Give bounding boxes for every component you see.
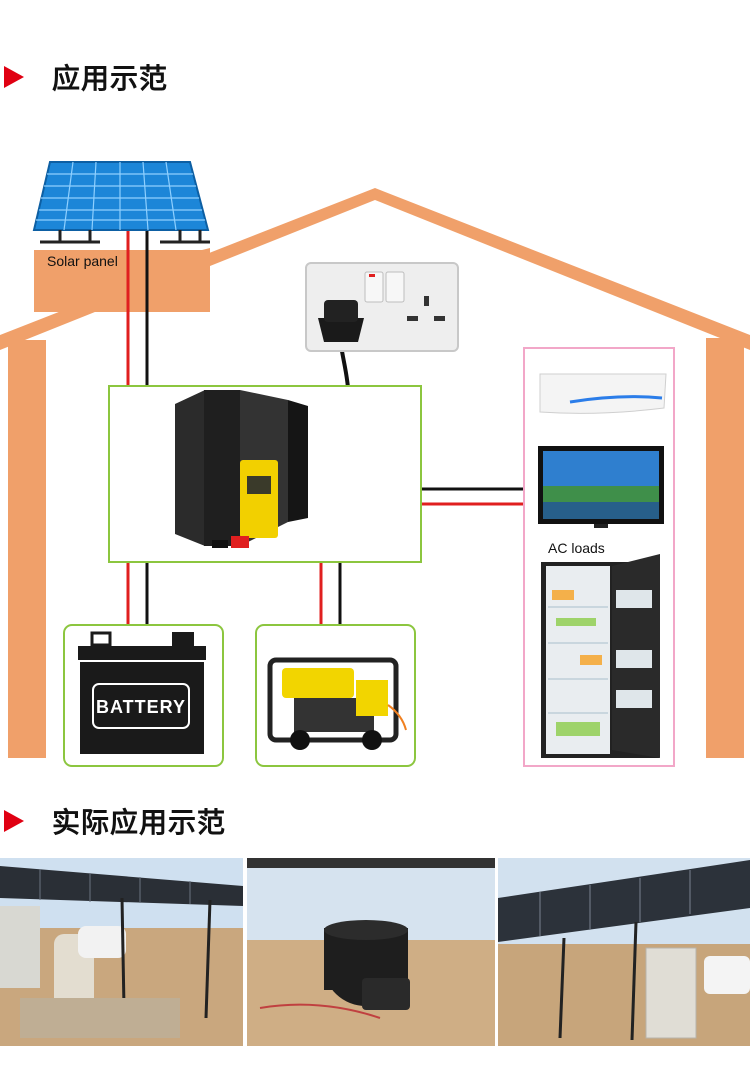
solar-wires (126, 230, 149, 386)
battery-label: BATTERY (96, 697, 186, 717)
field-photo-3 (498, 858, 750, 1046)
heading-text: 应用示范 (52, 62, 169, 95)
ac-load-wires (421, 487, 524, 506)
inverter-icon (175, 390, 308, 548)
red-triangle-icon (4, 810, 24, 832)
section-heading-application: 应用示范 (0, 52, 168, 102)
section-heading-field: 实际应用示范 (0, 796, 226, 846)
solar-panel-label: Solar panel (47, 253, 118, 269)
field-photo-1 (0, 858, 243, 1046)
air-conditioner-icon (539, 373, 667, 414)
refrigerator-icon (541, 554, 660, 758)
field-photos (0, 858, 750, 1046)
generator-icon (267, 657, 407, 750)
battery-icon (78, 631, 206, 754)
television-icon (538, 446, 664, 528)
solar-panel-icon (32, 161, 210, 244)
battery-wires (126, 562, 149, 625)
wall-socket-icon (305, 262, 459, 352)
heading-text: 实际应用示范 (52, 806, 227, 839)
system-diagram: Solar panel AC loads (0, 161, 750, 767)
house-outline (0, 188, 750, 758)
red-triangle-icon (4, 66, 24, 88)
ac-loads-label: AC loads (548, 540, 605, 556)
generator-wires (319, 562, 342, 625)
field-photo-2 (247, 858, 495, 1046)
